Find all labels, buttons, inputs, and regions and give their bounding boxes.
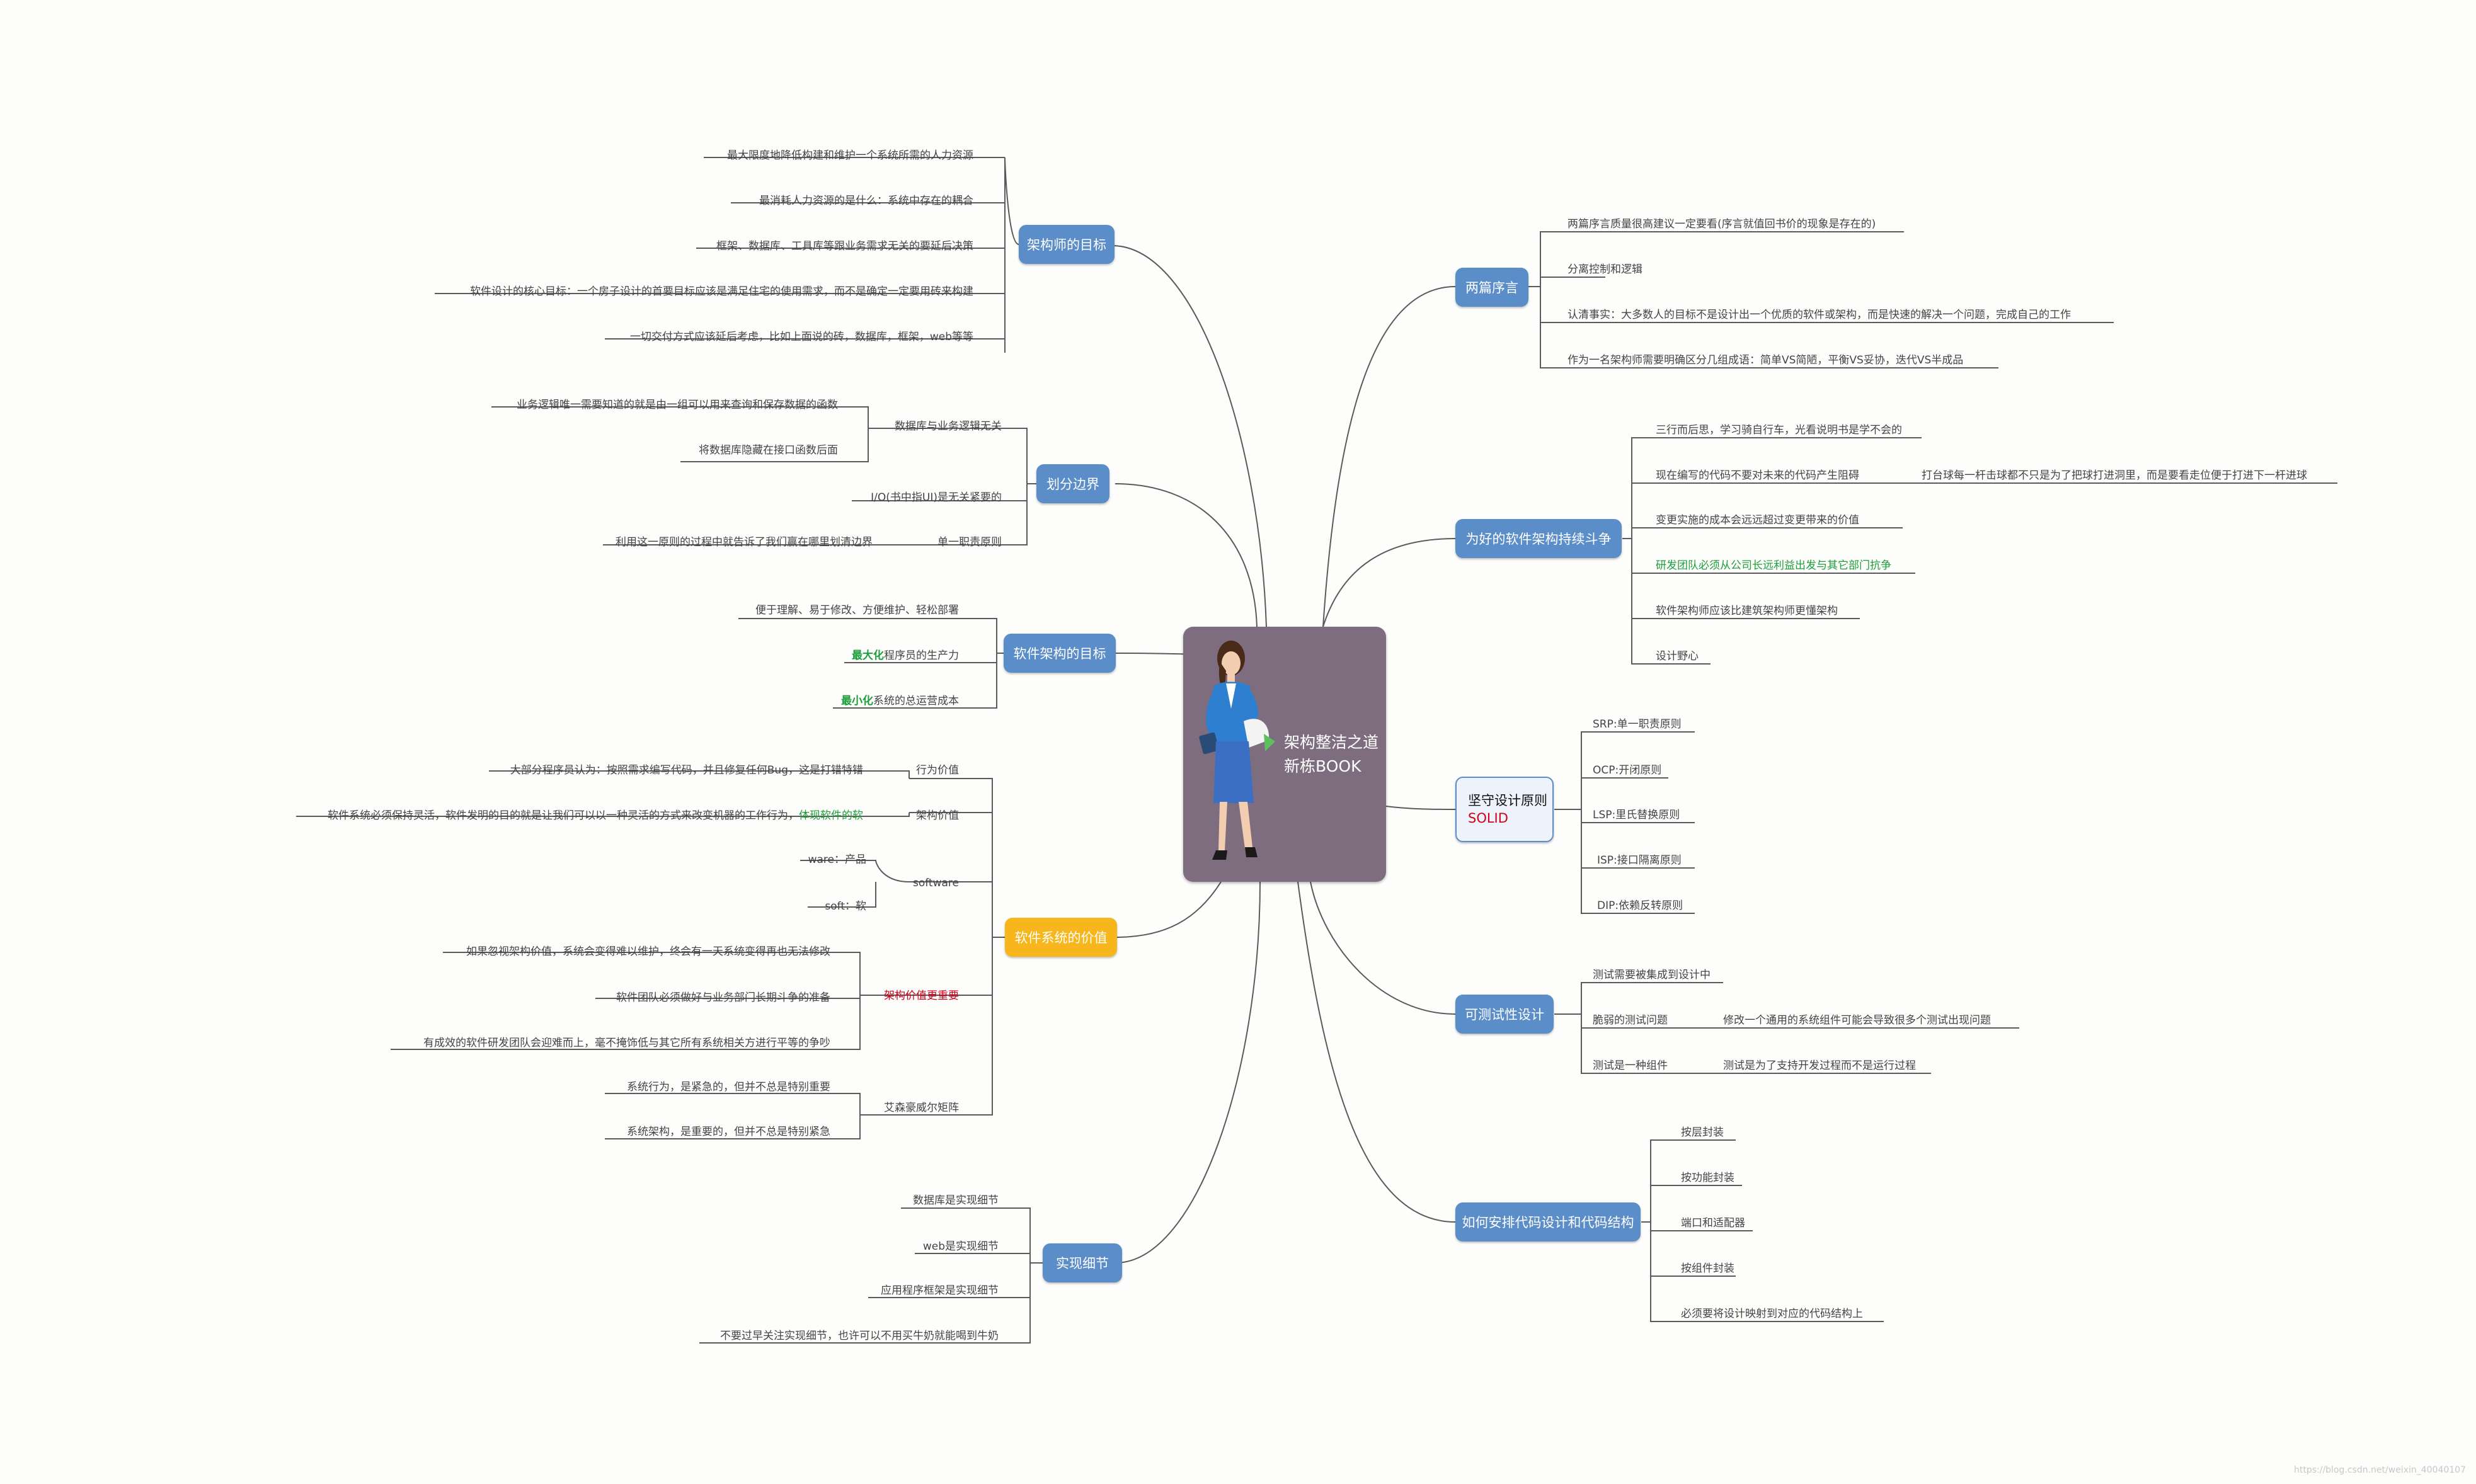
leaf-solid-dip: DIP:依赖反转原则 (1597, 899, 1683, 912)
leaf-details-3: 应用程序框架是实现细节 (881, 1284, 999, 1297)
leaf-details-1: 数据库是实现细节 (913, 1194, 999, 1207)
leaf-testable-1: 测试需要被集成到设计中 (1593, 969, 1711, 981)
topic-details[interactable]: 实现细节 (1043, 1243, 1122, 1282)
leaf-code-org-5: 必须要将设计映射到对应的代码结构上 (1681, 1308, 1863, 1320)
leaf-eisenhower-2: 系统架构，是重要的，但并不总是特别紧急 (627, 1126, 830, 1138)
leaf-architect-goal-2: 最消耗人力资源的是什么：系统中存在的耦合 (759, 195, 973, 207)
leaf-fight-golf: 打台球每一杆击球都不只是为了把球打进洞里，而是要看走位便于打进下一杆进球 (1922, 469, 2307, 482)
root-title-line1: 架构整洁之道 (1284, 733, 1379, 751)
leaf-fight-2: 现在编写的代码不要对未来的代码产生阻碍 (1656, 469, 1859, 482)
topic-value[interactable]: 软件系统的价值 (1005, 918, 1117, 957)
leaf-testable-2-detail: 修改一个通用的系统组件可能会导致很多个测试出现问题 (1723, 1014, 1991, 1027)
leaf-software-ware: ware：产品 (808, 853, 866, 866)
leaf-software-soft: soft：软 (825, 900, 866, 913)
watermark: https://blog.csdn.net/weixin_40040107 (2293, 1465, 2466, 1475)
leaf-arch-goal-2-strong: 最大化 (852, 649, 884, 662)
topic-preface[interactable]: 两篇序言 (1455, 268, 1528, 307)
leaf-code-org-1: 按层封装 (1681, 1126, 1724, 1139)
topic-solid-sub: SOLID (1468, 811, 1508, 826)
leaf-fight-5: 软件架构师应该比建筑架构师更懂架构 (1656, 605, 1838, 617)
leaf-behavior-1: 大部分程序员认为：按照需求编写代码，并且修复任何Bug，这是打错特错 (510, 764, 863, 777)
leaf-db-logic: 数据库与业务逻辑无关 (895, 420, 1002, 433)
leaf-testable-3-detail: 测试是为了支持开发过程而不是运行过程 (1723, 1059, 1916, 1072)
leaf-arch-goal-2-rest: 程序员的生产力 (884, 649, 959, 662)
leaf-arch-value: 架构价值 (916, 809, 959, 822)
leaf-software: software (912, 877, 959, 889)
topic-boundary[interactable]: 划分边界 (1036, 464, 1109, 503)
topic-fight[interactable]: 为好的软件架构持续斗争 (1455, 519, 1622, 558)
leaf-srp-boundary: 单一职责原则 (937, 536, 1002, 549)
leaf-solid-ocp: OCP:开闭原则 (1593, 764, 1662, 777)
leaf-db-logic-2: 将数据库隐藏在接口函数后面 (699, 444, 838, 457)
leaf-preface-3: 认清事实：大多数人的目标不是设计出一个优质的软件或架构，而是快速的解决一个问题，… (1568, 309, 2071, 321)
leaf-code-org-4: 按组件封装 (1681, 1262, 1734, 1275)
leaf-preface-1: 两篇序言质量很高建议一定要看(序言就值回书价的现象是存在的) (1568, 218, 1876, 231)
leaf-srp-boundary-1: 利用这一原则的过程中就告诉了我们赢在哪里划清边界 (616, 536, 873, 549)
leaf-solid-srp: SRP:单一职责原则 (1593, 718, 1682, 731)
woman-illustration (1199, 641, 1275, 860)
leaf-arch-value-1-a: 软件系统必须保持灵活，软件发明的目的就是让我们可以以一种灵活的方式来改变机器的工… (328, 809, 799, 822)
leaf-testable-3: 测试是一种组件 (1593, 1059, 1668, 1072)
leaf-more-important-3: 有成效的软件研发团队会迎难而上，毫不掩饰低与其它所有系统相关方进行平等的争吵 (423, 1037, 830, 1049)
leaf-eisenhower-1: 系统行为，是紧急的，但并不总是特别重要 (627, 1081, 830, 1093)
leaf-fight-6: 设计野心 (1656, 650, 1699, 663)
leaf-details-4: 不要过早关注实现细节，也许可以不用买牛奶就能喝到牛奶 (720, 1330, 999, 1342)
leaf-arch-value-1: 软件系统必须保持灵活，软件发明的目的就是让我们可以以一种灵活的方式来改变机器的工… (328, 809, 863, 823)
leaf-more-important-1: 如果忽视架构价值，系统会变得难以维护，终会有一天系统变得再也无法修改 (466, 945, 830, 958)
topic-testable[interactable]: 可测试性设计 (1455, 995, 1554, 1034)
leaf-architect-goal-3: 框架、数据库、工具库等跟业务需求无关的要延后决策 (716, 240, 973, 253)
leaf-more-important: 架构价值更重要 (884, 990, 959, 1002)
leaf-solid-isp: ISP:接口隔离原则 (1597, 854, 1682, 867)
topic-arch-goal[interactable]: 软件架构的目标 (1004, 634, 1116, 673)
leaf-solid-lsp: LSP:里氏替换原则 (1593, 809, 1680, 821)
topic-solid[interactable]: 坚守设计原则 SOLID (1455, 777, 1554, 842)
leaf-arch-goal-1: 便于理解、易于修改、方便维护、轻松部署 (755, 604, 959, 617)
root-topic[interactable]: 架构整洁之道 新栋BOOK (1183, 627, 1386, 882)
leaf-arch-goal-3: 最小化系统的总运营成本 (841, 694, 959, 708)
leaf-more-important-2: 软件团队必须做好与业务部门长期斗争的准备 (616, 991, 830, 1004)
leaf-arch-goal-3-strong: 最小化 (841, 695, 873, 707)
leaf-arch-goal-3-rest: 系统的总运营成本 (873, 695, 959, 707)
leaf-fight-4: 研发团队必须从公司长远利益出发与其它部门抗争 (1656, 559, 1891, 572)
leaf-fight-1: 三行而后思，学习骑自行车，光看说明书是学不会的 (1656, 424, 1902, 437)
leaf-io: I/O(书中指UI)是无关紧要的 (871, 491, 1002, 504)
leaf-code-org-2: 按功能封装 (1681, 1172, 1734, 1184)
leaf-testable-2: 脆弱的测试问题 (1593, 1014, 1668, 1027)
leaf-details-2: web是实现细节 (922, 1240, 999, 1253)
leaf-arch-value-1-b: 体现软件的软 (799, 809, 863, 822)
leaf-architect-goal-4: 软件设计的核心目标：一个房子设计的首要目标应该是满足住宅的使用需求，而不是确定一… (470, 285, 973, 298)
topic-architect-goal[interactable]: 架构师的目标 (1019, 225, 1115, 264)
leaf-architect-goal-5: 一切交付方式应该延后考虑，比如上面说的砖，数据库，框架，web等等 (629, 331, 973, 343)
leaf-preface-4: 作为一名架构师需要明确区分几组成语：简单VS简陋，平衡VS妥协，迭代VS半成品 (1568, 354, 1964, 367)
root-title-line2: 新栋BOOK (1284, 757, 1361, 775)
leaf-arch-goal-2: 最大化程序员的生产力 (852, 649, 959, 663)
leaf-behavior: 行为价值 (916, 764, 959, 777)
leaf-fight-3: 变更实施的成本会远远超过变更带来的价值 (1656, 514, 1859, 527)
leaf-code-org-3: 端口和适配器 (1681, 1217, 1745, 1230)
leaf-db-logic-1: 业务逻辑唯一需要知道的就是由一组可以用来查询和保存数据的函数 (517, 399, 838, 411)
leaf-eisenhower: 艾森豪威尔矩阵 (884, 1102, 959, 1114)
leaf-architect-goal-1: 最大限度地降低构建和维护一个系统所需的人力资源 (727, 149, 973, 162)
leaf-preface-2: 分离控制和逻辑 (1568, 263, 1642, 276)
topic-solid-label: 坚守设计原则 (1468, 793, 1547, 808)
topic-code-org[interactable]: 如何安排代码设计和代码结构 (1455, 1202, 1641, 1241)
